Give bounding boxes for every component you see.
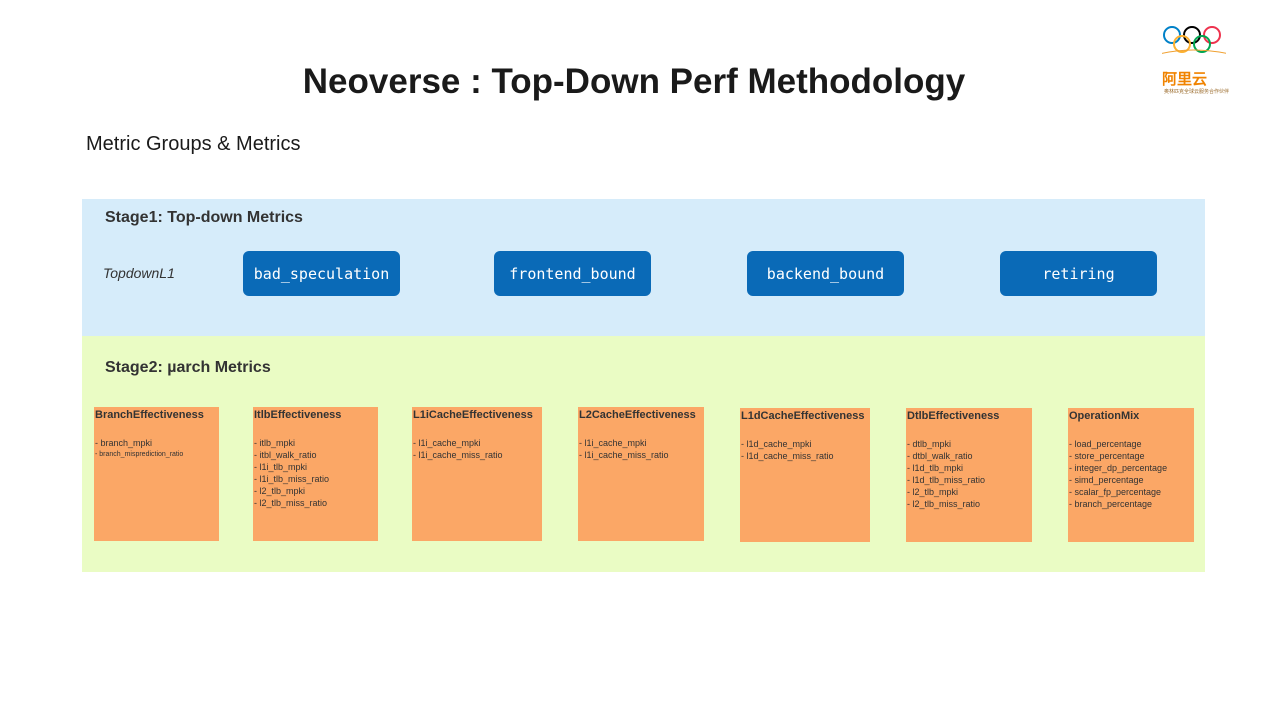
olympic-rings-icon: [1162, 26, 1226, 54]
metric-item: - l1i_cache_miss_ratio: [579, 450, 669, 460]
metric-item: - branch_misprediction_ratio: [95, 451, 184, 458]
metric-item: - dtbl_walk_ratio: [907, 451, 973, 461]
slide-title: Neoverse : Top-Down Perf Methodology: [302, 62, 966, 101]
group-title: L1dCacheEffectiveness: [741, 410, 865, 422]
group-l1d-cache-effectiveness: L1dCacheEffectiveness - l1d_cache_mpki -…: [740, 408, 870, 542]
metric-item: - l1i_cache_miss_ratio: [413, 450, 503, 460]
group-l1i-cache-effectiveness: L1iCacheEffectiveness - l1i_cache_mpki -…: [412, 407, 542, 541]
metric-item: - store_percentage: [1069, 451, 1145, 461]
logo-text: 阿里云: [1162, 71, 1208, 88]
group-title: DtlbEffectiveness: [907, 410, 1000, 422]
alibaba-cloud-olympic-logo: 阿里云 奥林匹克全球云服务合作伙伴: [1148, 22, 1242, 98]
metric-bad-speculation: bad_speculation: [243, 251, 400, 296]
metric-item: - l2_tlb_miss_ratio: [254, 498, 328, 508]
group-operation-mix: OperationMix - load_percentage - store_p…: [1068, 408, 1194, 542]
group-l2-cache-effectiveness: L2CacheEffectiveness - l1i_cache_mpki - …: [578, 407, 704, 541]
metric-item: - l1d_cache_mpki: [741, 439, 812, 449]
metric-item: - itlb_mpki: [254, 438, 296, 448]
metric-item: - l1d_tlb_mpki: [907, 463, 964, 473]
group-title: ItlbEffectiveness: [254, 409, 342, 421]
metric-item: - l2_tlb_miss_ratio: [907, 499, 981, 509]
group-itlb-effectiveness: ItlbEffectiveness - itlb_mpki - itbl_wal…: [253, 407, 378, 541]
group-title: OperationMix: [1069, 410, 1140, 422]
metric-item: - l1i_cache_mpki: [579, 438, 647, 448]
metric-item: - branch_mpki: [95, 438, 153, 448]
metric-item: - dtlb_mpki: [907, 439, 952, 449]
stage1-title: Stage1: Top-down Metrics: [105, 209, 303, 226]
metric-item: - l2_tlb_mpki: [907, 487, 959, 497]
stage1-panel: Stage1: Top-down Metrics TopdownL1 bad_s…: [82, 199, 1205, 336]
metric-item: - integer_dp_percentage: [1069, 463, 1168, 473]
metric-item: - itbl_walk_ratio: [254, 450, 317, 460]
metric-item: - l1i_tlb_miss_ratio: [254, 474, 330, 484]
metric-item: - branch_percentage: [1069, 499, 1153, 509]
group-title: L2CacheEffectiveness: [579, 409, 696, 421]
metric-item: - load_percentage: [1069, 439, 1142, 449]
slide-subtitle: Metric Groups & Metrics: [86, 133, 301, 155]
group-branch-effectiveness: BranchEffectiveness - branch_mpki - bran…: [94, 407, 219, 541]
group-dtlb-effectiveness: DtlbEffectiveness - dtlb_mpki - dtbl_wal…: [906, 408, 1032, 542]
metric-item: - l1i_tlb_mpki: [254, 462, 308, 472]
metric-item: - l1i_cache_mpki: [413, 438, 481, 448]
metric-item: - l1d_cache_miss_ratio: [741, 451, 834, 461]
metric-retiring: retiring: [1000, 251, 1157, 296]
stage2-title: Stage2: µarch Metrics: [105, 359, 271, 376]
group-title: BranchEffectiveness: [95, 409, 204, 421]
metric-item: - l1d_tlb_miss_ratio: [907, 475, 986, 485]
metric-item: - l2_tlb_mpki: [254, 486, 306, 496]
metric-item: - simd_percentage: [1069, 475, 1144, 485]
logo-tagline: 奥林匹克全球云服务合作伙伴: [1164, 89, 1230, 95]
stage2-panel: Stage2: µarch Metrics BranchEffectivenes…: [82, 336, 1205, 572]
metric-frontend-bound: frontend_bound: [494, 251, 651, 296]
topdown-l1-label: TopdownL1: [103, 265, 175, 281]
metric-item: - scalar_fp_percentage: [1069, 487, 1162, 497]
metric-backend-bound: backend_bound: [747, 251, 904, 296]
group-title: L1iCacheEffectiveness: [413, 409, 533, 421]
